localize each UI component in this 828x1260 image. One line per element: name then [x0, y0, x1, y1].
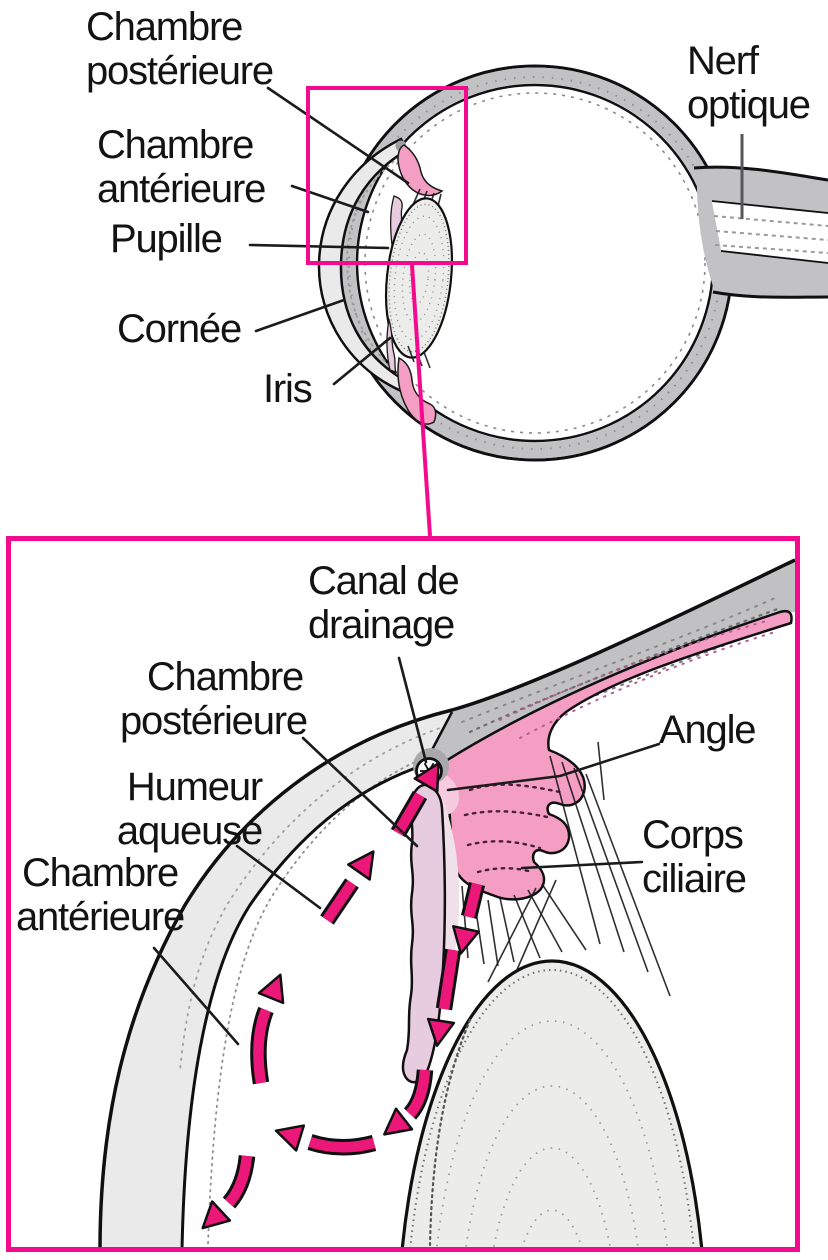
zoom-panel-border [6, 536, 800, 1252]
label-chambre-posterieure-top: Chambre postérieure [86, 5, 274, 93]
label-chambre-anterieure-zoom: Chambre antérieure [15, 851, 185, 939]
flow-arrow-through-pupil [383, 1069, 434, 1136]
flow-arrow-up-cornea [250, 973, 285, 1085]
label-pupille: Pupille [110, 217, 223, 261]
flow-arrow-down-posterior-1 [452, 882, 486, 955]
anterior-segment-zoom [98, 558, 796, 1247]
aqueous-flow-arrows [201, 762, 486, 1230]
label-angle: Angle [659, 708, 757, 752]
eye-cross-section [248, 64, 828, 537]
label-chambre-anterieure-top: Chambre antérieure [97, 123, 266, 211]
zonule-fibers [461, 741, 671, 997]
label-chambre-posterieure-zoom: Chambre postérieure [120, 655, 308, 743]
lens-zoom [400, 959, 704, 1247]
label-cornee: Cornée [117, 307, 242, 351]
ciliary-body-zoom [442, 609, 793, 901]
flow-arrow-down-left [201, 1155, 256, 1230]
label-canal-de-drainage: Canal de drainage [308, 559, 460, 647]
flow-arrow-up-anterior [320, 850, 375, 925]
leader-lines-top [248, 86, 744, 386]
zoom-connector-line [410, 264, 432, 537]
flow-arrow-down-posterior-2 [426, 948, 462, 1047]
flow-arrow-into-canal [390, 762, 440, 838]
inset-highlight-box [306, 86, 468, 265]
optic-nerve [693, 165, 828, 299]
label-humeur-aqueuse: Humeur aqueuse [116, 765, 263, 853]
flow-arrow-left [274, 1124, 377, 1156]
label-corps-ciliaire: Corps ciliaire [642, 813, 747, 901]
leader-lines-bottom [152, 656, 661, 1046]
lens-top [384, 197, 454, 359]
cornea-zoom [100, 710, 452, 1247]
outer-wall-outline [98, 558, 796, 1247]
label-nerf-optique: Nerf optique [687, 39, 811, 127]
label-iris: Iris [263, 367, 313, 411]
